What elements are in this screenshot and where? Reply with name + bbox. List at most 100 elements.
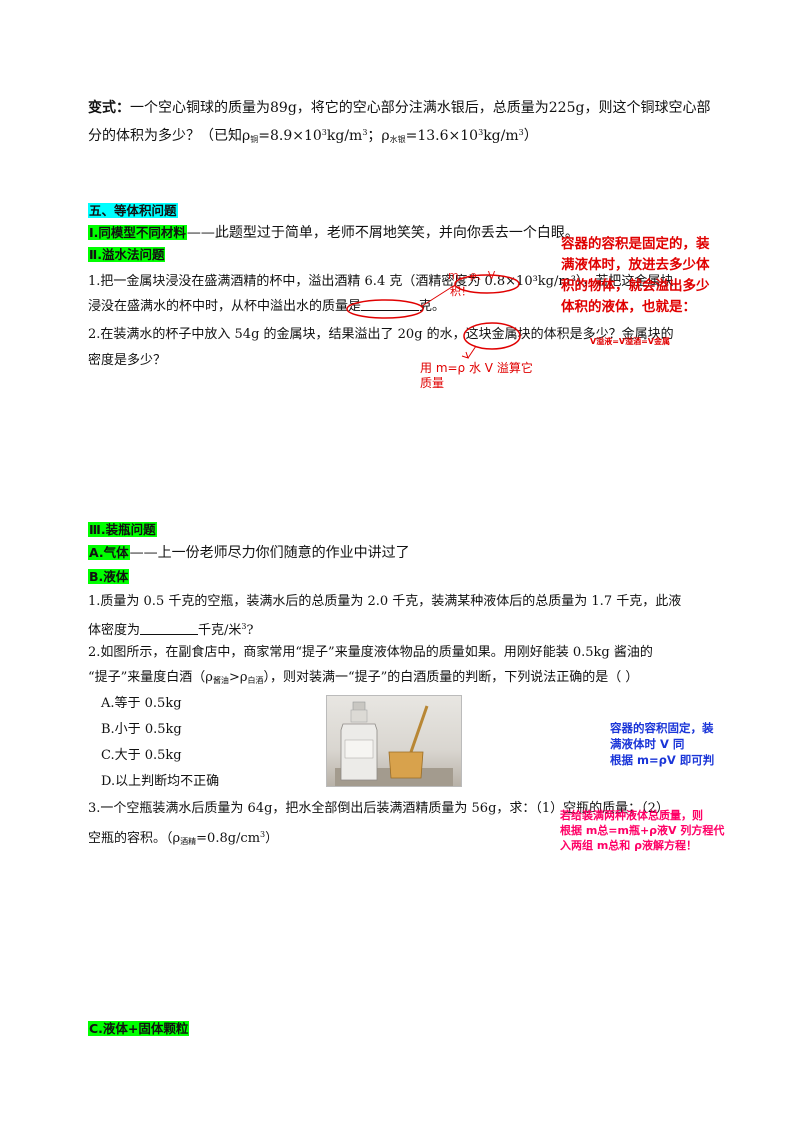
section3-a: A.气体——上一份老师尽力你们随意的作业中讲过了 — [88, 544, 410, 562]
sub-liquor: 白酒 — [247, 676, 264, 685]
two-liquids-note: 若给装满两种液体总质量，则 根据 m总=m瓶+ρ液V 列方程代 入两组 m总和 … — [560, 808, 750, 853]
container-note-l1: 容器的容积固定，装 — [610, 721, 714, 735]
two-liquids-note-l2: 根据 m总=m瓶+ρ液V 列方程代 — [560, 824, 725, 837]
arrow-head-2 — [461, 351, 469, 359]
container-volume-note: 容器的容积固定，装 满液体时 V 同 根据 m=ρV 即可判 — [610, 720, 760, 768]
variant-text-2e: =13.6×10 — [405, 128, 479, 144]
volume-note-l2: 满液体时，放进去多少体 — [561, 257, 710, 273]
volume-note: 容器的容积是固定的，装 满液体时，放进去多少体 积的物体，就会溢出多少 体积的液… — [561, 234, 741, 318]
arrow-line-2 — [467, 345, 477, 359]
a-label: A.气体 — [88, 545, 130, 560]
s3-q3-line2: 空瓶的容积。（ρ酒精=0.8g/cm3） — [88, 826, 278, 851]
sub1-text: ——此题型过于简单，老师不屑地笑笑，并向你丢去一个白眼。 — [186, 225, 579, 241]
s3-q1-line1: 1.质量为 0.5 千克的空瓶，装满水后的总质量为 2.0 千克，装满某种液体后… — [88, 593, 681, 611]
sub-copper: 铜 — [250, 135, 259, 144]
volume-formula: V溢液=V溢酒=V金属 — [590, 337, 670, 346]
mass-hint-l1: 用 m=ρ 水 V 溢算它 — [420, 361, 533, 375]
ellipse-overflow — [463, 322, 521, 350]
sub-mercury: 水银 — [389, 135, 406, 144]
section3-b: B.液体 — [88, 568, 130, 586]
s3-q3-line2a: 空瓶的容积。（ρ — [88, 831, 181, 846]
ladle-cup — [388, 751, 424, 779]
sup-3a: 3 — [321, 128, 327, 137]
s3-q1-line2b: 千克/米 — [198, 623, 242, 638]
section3-c: C.液体+固体颗粒 — [88, 1020, 190, 1038]
variant-label: 变式： — [88, 100, 130, 116]
s3-q1-line1-text: 1.质量为 0.5 千克的空瓶，装满水后的总质量为 2.0 千克，装满某种液体后… — [88, 594, 682, 609]
s3-q3-line2c: ） — [265, 831, 279, 846]
volume-note-l4: 体积的液体，也就是： — [561, 299, 696, 315]
s5-q1-line1: 1.把一金属块浸没在盛满酒精的杯中，溢出酒精 6.4 克（酒精密度为 0.8×1… — [88, 273, 673, 291]
sup-3e: 3 — [241, 622, 247, 631]
volume-note-l3: 积的物体，就会溢出多少 — [561, 278, 710, 294]
s5-q1-line2: 浸没在盛满水的杯中时，从杯中溢出水的质量是 克。 — [88, 298, 445, 316]
s3-q2-line2c: ），则对装满一“提子”的白酒质量的判断，下列说法正确的是（ ） — [263, 670, 639, 685]
option-c[interactable]: C.大于 0.5kg — [101, 748, 182, 763]
section5-sub2: Ⅱ.溢水法问题 — [88, 246, 166, 264]
section3-title: Ⅲ.装瓶问题 — [88, 521, 157, 539]
sup-3c: 3 — [478, 128, 484, 137]
container-note-l2: 满液体时 V 同 — [610, 737, 685, 751]
bottle-ladle-illustration — [335, 701, 453, 786]
sub-soy: 酱油 — [212, 676, 229, 685]
arrow-line-1 — [421, 284, 456, 307]
variant-line-1: 变式：一个空心铜球的质量为89g，将它的空心部分注满水银后，总质量为225g，则… — [88, 99, 710, 117]
s3-q2-line1-text: 2.如图所示，在副食店中，商家常用“提子”来量度液体物品的质量如果。用刚好能装 … — [88, 645, 653, 660]
mass-hint-l2: 质量 — [420, 376, 445, 390]
ladle-handle — [409, 705, 429, 753]
small-red-note-2: 积！ — [450, 285, 472, 298]
mass-hint: 用 m=ρ 水 V 溢算它 质量 — [420, 361, 560, 391]
answer-blank-2[interactable] — [140, 622, 199, 635]
bottle-neck — [350, 709, 368, 723]
answer-blank-1[interactable] — [361, 298, 420, 311]
variant-text-2a: 分的体积为多少？（已知ρ — [88, 128, 251, 144]
two-liquids-note-l1: 若给装满两种液体总质量，则 — [560, 809, 703, 822]
s5-q2-line1-text: 2.在装满水的杯子中放入 54g 的金属块，结果溢出了 20g 的水，这块金属块… — [88, 327, 674, 342]
section5-title: 五、等体积问题 — [88, 202, 178, 220]
two-liquids-note-l3: 入两组 m总和 ρ液解方程！ — [560, 839, 697, 852]
variant-text-2b: =8.9×10 — [258, 128, 322, 144]
sup-3d: 3 — [518, 128, 524, 137]
s5-q1-line1-text: 1.把一金属块浸没在盛满酒精的杯中，溢出酒精 6.4 克（酒精密度为 0.8×1… — [88, 274, 674, 289]
s5-q2-line2-text: 密度是多少？ — [88, 353, 167, 368]
s5-q1-line2b: 克。 — [419, 299, 446, 314]
section5-title-text: 五、等体积问题 — [88, 203, 178, 218]
s3-q2-line2: “提子”来量度白酒（ρ酱油>ρ白酒），则对装满一“提子”的白酒质量的判断，下列说… — [88, 669, 638, 690]
s3-q1-line2c: ? — [246, 623, 254, 638]
ellipse-blank — [346, 299, 424, 319]
b-label: B.液体 — [88, 569, 130, 584]
sup-3f: 3 — [260, 830, 266, 839]
s5-q1-line2a: 浸没在盛满水的杯中时，从杯中溢出水的质量是 — [88, 299, 362, 314]
variant-line-2: 分的体积为多少？（已知ρ铜=8.9×103kg/m3；ρ水银=13.6×103k… — [88, 124, 538, 149]
s3-q2-line1: 2.如图所示，在副食店中，商家常用“提子”来量度液体物品的质量如果。用刚好能装 … — [88, 644, 653, 662]
annotation-marks — [346, 274, 521, 359]
bottle-ladle-photo — [326, 695, 462, 787]
a-text: ——上一份老师尽力你们随意的作业中讲过了 — [129, 545, 410, 561]
variant-text-2g: ） — [523, 128, 538, 144]
s3-q3-line1: 3.一个空瓶装满水后质量为 64g，把水全部倒出后装满酒精质量为 56g，求：（… — [88, 800, 669, 818]
s3-q1-line2a: 体密度为 — [88, 623, 141, 638]
ellipse-density — [454, 274, 520, 294]
s5-q2-line1: 2.在装满水的杯子中放入 54g 的金属块，结果溢出了 20g 的水，这块金属块… — [88, 326, 674, 344]
s3-q2-line2a: “提子”来量度白酒（ρ — [88, 670, 213, 685]
variant-text-1: 一个空心铜球的质量为89g，将它的空心部分注满水银后，总质量为225g，则这个铜… — [130, 100, 711, 116]
container-note-l3: 根据 m=ρV 即可判 — [610, 753, 715, 767]
s3-q1-line2: 体密度为 千克/米3? — [88, 618, 253, 640]
option-b[interactable]: B.小于 0.5kg — [101, 722, 182, 737]
option-d[interactable]: D.以上判断均不正确 — [101, 774, 220, 789]
s3-q3-line1-text: 3.一个空瓶装满水后质量为 64g，把水全部倒出后装满酒精质量为 56g，求：（… — [88, 801, 669, 816]
c-label: C.液体+固体颗粒 — [88, 1021, 190, 1036]
sub-alcohol: 酒精 — [180, 837, 197, 846]
small-red-note-b: 积！ — [450, 284, 472, 299]
section5-sub1: Ⅰ.同模型不同材料——此题型过于简单，老师不屑地笑笑，并向你丢去一个白眼。 — [88, 224, 579, 242]
variant-text-2d: ；ρ — [367, 128, 390, 144]
section3-title-text: Ⅲ.装瓶问题 — [88, 522, 157, 537]
option-a[interactable]: A.等于 0.5kg — [101, 696, 182, 711]
bottle-label — [344, 739, 374, 759]
s3-q3-line2b: =0.8g/cm — [196, 831, 261, 846]
s5-q2-line2: 密度是多少？ — [88, 352, 166, 370]
sub1-label: Ⅰ.同模型不同材料 — [88, 225, 187, 240]
s3-q2-line2b: >ρ — [228, 670, 248, 685]
volume-note-l1: 容器的容积是固定的，装 — [561, 236, 710, 252]
sup-3b: 3 — [362, 128, 368, 137]
